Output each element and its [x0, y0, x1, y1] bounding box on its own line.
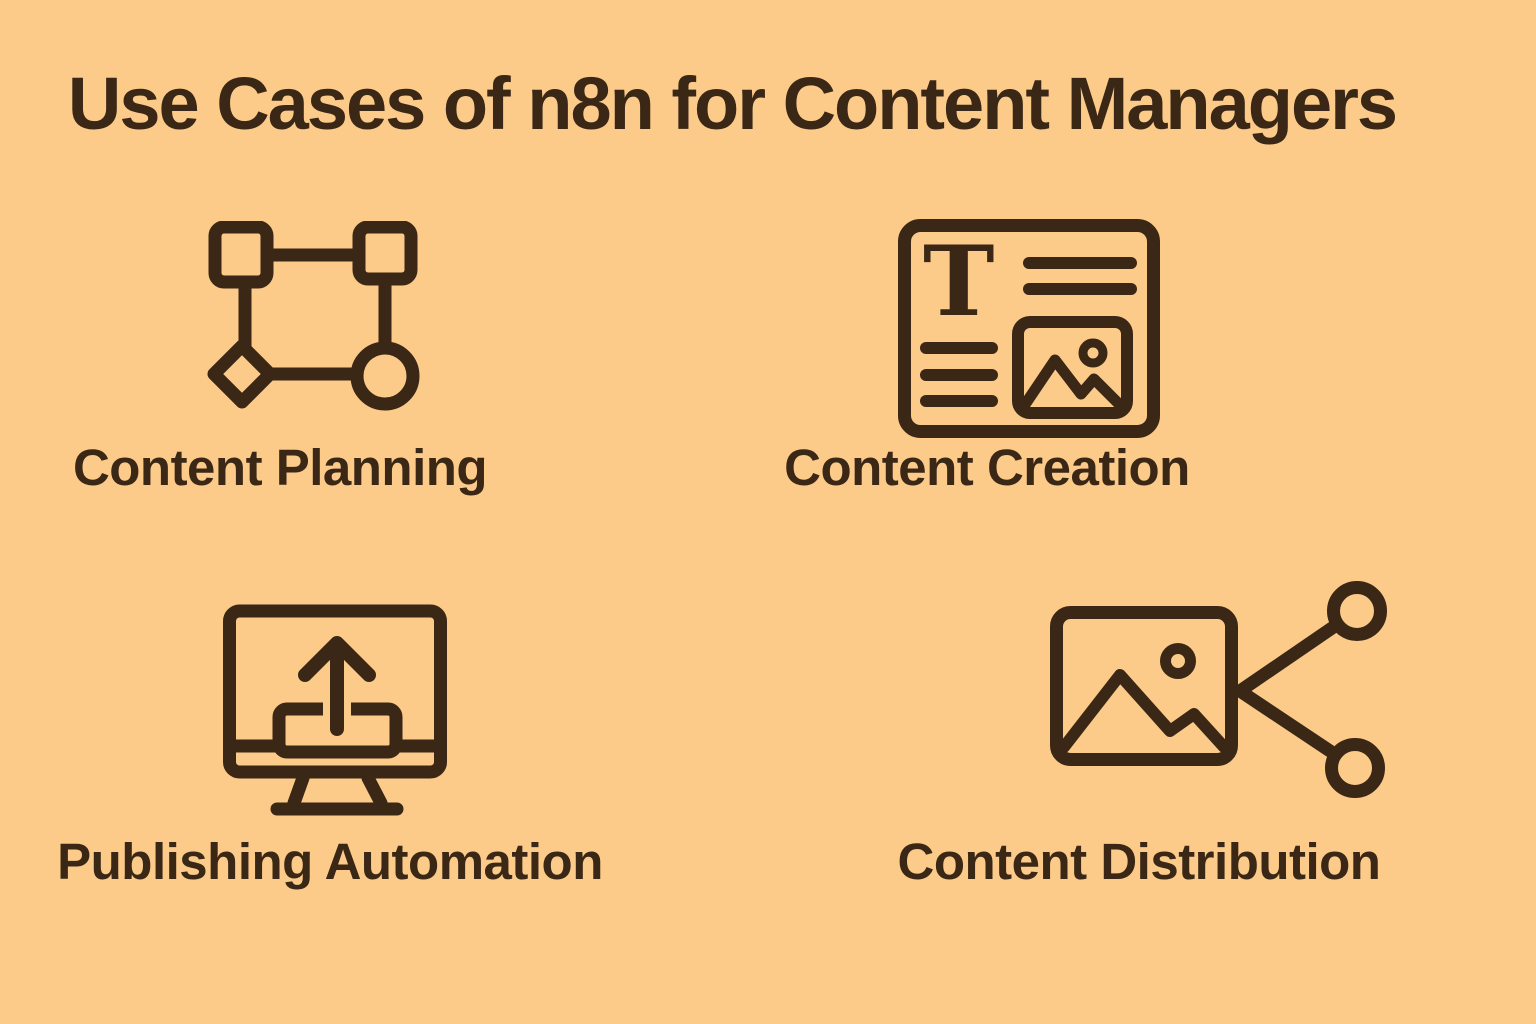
workflow-node-diamond — [207, 339, 277, 409]
workflow-node-square-right — [352, 221, 418, 286]
workflow-diagram-icon — [205, 221, 430, 416]
share-branch-bottom — [1233, 684, 1337, 758]
inline-image-frame — [1012, 316, 1133, 419]
image-sun-dot — [1078, 338, 1108, 368]
share-node-bottom — [1325, 738, 1385, 798]
image-frame — [1050, 606, 1238, 766]
monitor-upload-icon — [223, 601, 447, 819]
image-mountains — [1058, 669, 1230, 753]
use-case-label-content-planning: Content Planning — [72, 439, 488, 496]
share-node-top — [1327, 581, 1387, 641]
use-case-label-publishing-automation: Publishing Automation — [57, 833, 603, 890]
image-mountains — [1016, 354, 1130, 415]
document-text-image-icon: T — [898, 219, 1160, 439]
document-frame — [898, 219, 1160, 438]
page-title: Use Cases of n8n for Content Managers — [67, 62, 1398, 145]
use-case-label-content-creation: Content Creation — [784, 439, 1190, 496]
image-sun-dot — [1160, 643, 1196, 679]
workflow-node-square-left — [208, 221, 274, 289]
use-case-label-content-distribution: Content Distribution — [897, 833, 1381, 890]
monitor-screen — [223, 604, 447, 779]
monitor-stand-leg-left — [287, 771, 310, 810]
monitor-stand-leg-right — [361, 771, 388, 810]
image-share-icon — [1048, 579, 1388, 799]
workflow-node-circle — [350, 341, 420, 411]
upload-arrow-head — [298, 636, 376, 682]
share-branch-top — [1233, 621, 1339, 698]
letter-t-glyph: T — [923, 225, 994, 338]
